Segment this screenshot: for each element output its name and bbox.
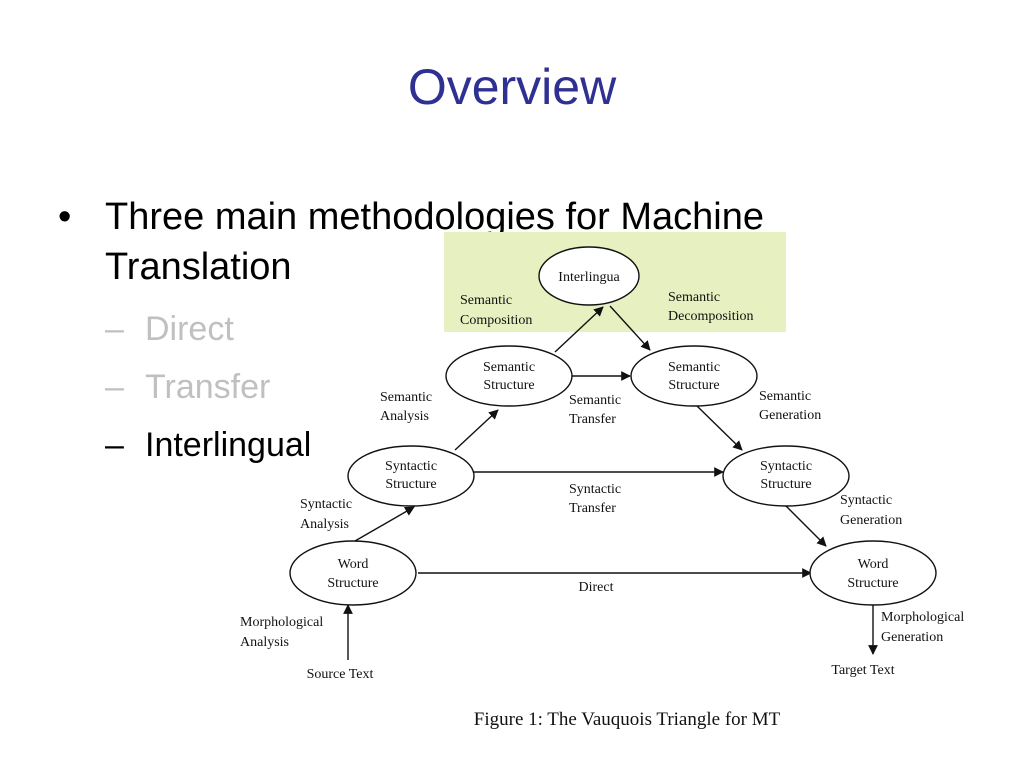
- edge-syntactic-generation: [785, 505, 827, 547]
- node-syntactic-structure-source: Syntactic Structure: [347, 445, 475, 507]
- node-label: Semantic: [668, 360, 720, 375]
- node-word-structure-source: Word Structure: [289, 540, 417, 606]
- subitem-dash: –: [105, 310, 124, 348]
- edge-label-line: Semantic: [759, 389, 811, 404]
- label-semantic-analysis: Semantic Analysis: [380, 390, 432, 424]
- edge-label-line: Source Text: [307, 667, 374, 682]
- node-ellipse: [289, 540, 417, 606]
- node-ellipse: [445, 345, 573, 407]
- subitem-dash: –: [105, 368, 124, 406]
- edge-label-line: Target Text: [831, 663, 894, 678]
- node-label: Structure: [847, 576, 898, 591]
- node-label: Syntactic: [385, 459, 437, 474]
- node-semantic-structure-target: Semantic Structure: [630, 345, 758, 407]
- label-syntactic-transfer: Syntactic Transfer: [569, 482, 621, 516]
- label-syntactic-generation: Syntactic Generation: [840, 493, 902, 528]
- edge-label-line: Semantic: [460, 293, 512, 308]
- slide-title: Overview: [407, 59, 617, 115]
- main-bullet-text: Three main methodologies for Machine Tra…: [105, 196, 765, 288]
- label-semantic-composition: Semantic Composition: [460, 293, 532, 328]
- edge-label-line: Morphological: [240, 615, 323, 630]
- subitem-dash: –: [105, 426, 124, 464]
- node-label: Word: [338, 557, 369, 572]
- edge-label-line: Transfer: [569, 412, 616, 427]
- label-target-text: Target Text: [831, 663, 894, 678]
- node-label: Structure: [668, 378, 719, 393]
- node-ellipse: [347, 445, 475, 507]
- edge-label-line: Generation: [759, 408, 821, 423]
- edge-syntactic-to-semantic: [454, 409, 499, 451]
- node-syntactic-structure-target: Syntactic Structure: [722, 445, 850, 507]
- edge-label-line: Generation: [881, 630, 943, 645]
- edge-label-line: Generation: [840, 513, 902, 528]
- edge-semantic-decomposition: [609, 305, 651, 351]
- edge-label-line: Analysis: [300, 517, 349, 532]
- label-semantic-transfer: Semantic Transfer: [569, 393, 621, 427]
- label-morphological-generation: Morphological Generation: [881, 610, 964, 645]
- subitem-label: Direct: [145, 310, 234, 348]
- label-semantic-generation: Semantic Generation: [759, 389, 821, 423]
- edge-label-line: Transfer: [569, 501, 616, 516]
- edge-label-line: Semantic: [380, 390, 432, 405]
- label-morphological-analysis: Morphological Analysis: [240, 615, 323, 650]
- edge-label-line: Syntactic: [840, 493, 892, 508]
- node-word-structure-target: Word Structure: [809, 540, 937, 606]
- node-semantic-structure-source: Semantic Structure: [445, 345, 573, 407]
- node-label: Interlingua: [558, 270, 620, 285]
- bullet-marker: •: [58, 196, 72, 238]
- edge-label-line: Direct: [579, 580, 614, 595]
- subitem-transfer: –Transfer: [105, 367, 270, 407]
- node-label: Word: [858, 557, 889, 572]
- label-syntactic-analysis: Syntactic Analysis: [300, 497, 352, 532]
- edge-label-line: Decomposition: [668, 309, 754, 324]
- edge-semantic-composition: [554, 306, 604, 353]
- edge-label-line: Morphological: [881, 610, 964, 625]
- node-label: Structure: [385, 477, 436, 492]
- edge-label-line: Analysis: [380, 409, 429, 424]
- node-label: Structure: [483, 378, 534, 393]
- node-ellipse: [722, 445, 850, 507]
- node-label: Structure: [327, 576, 378, 591]
- node-interlingua: Interlingua: [538, 246, 640, 306]
- edge-semantic-generation: [696, 405, 743, 451]
- edge-label-line: Composition: [460, 313, 532, 328]
- edge-label-line: Semantic: [569, 393, 621, 408]
- subitem-direct: –Direct: [105, 309, 234, 349]
- subitem-label: Transfer: [145, 368, 271, 406]
- edge-word-to-syntactic: [354, 506, 415, 542]
- label-source-text: Source Text: [307, 667, 374, 682]
- label-semantic-decomposition: Semantic Decomposition: [668, 290, 754, 324]
- label-direct: Direct: [579, 580, 614, 595]
- node-ellipse: [538, 246, 640, 306]
- edge-label-line: Semantic: [668, 290, 720, 305]
- edge-label-line: Syntactic: [300, 497, 352, 512]
- node-label: Semantic: [483, 360, 535, 375]
- subitem-interlingual: –Interlingual: [105, 425, 311, 465]
- edge-label-line: Syntactic: [569, 482, 621, 497]
- node-ellipse: [630, 345, 758, 407]
- figure-caption: Figure 1: The Vauquois Triangle for MT: [474, 709, 781, 730]
- node-label: Structure: [760, 477, 811, 492]
- edge-label-line: Analysis: [240, 635, 289, 650]
- subitem-label: Interlingual: [145, 426, 312, 464]
- node-label: Syntactic: [760, 459, 812, 474]
- node-ellipse: [809, 540, 937, 606]
